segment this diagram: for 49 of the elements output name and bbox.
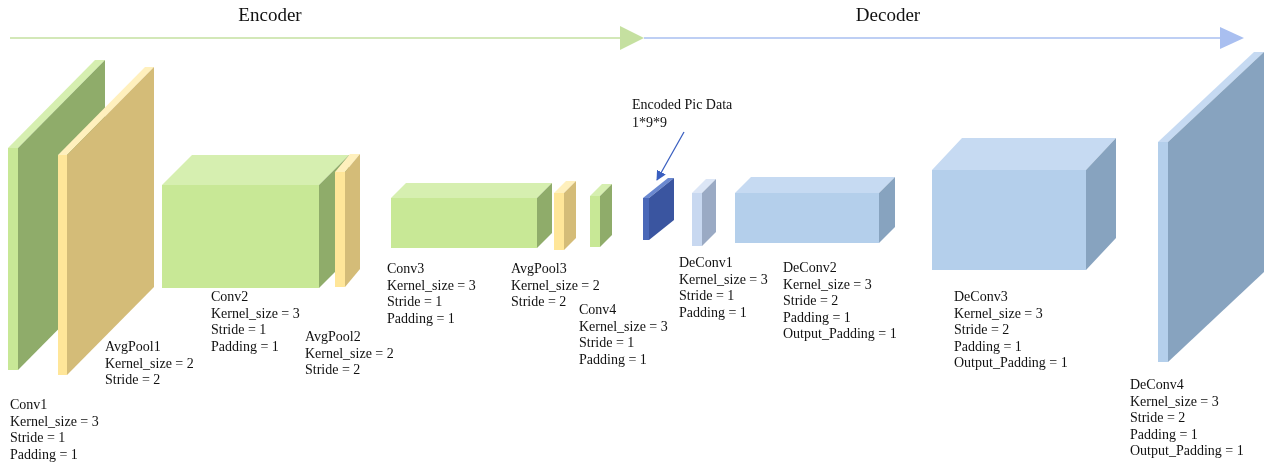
annotation-text: 1*9*9	[632, 114, 667, 132]
layer-parameter: Conv2	[211, 289, 249, 306]
layer-parameter: Stride = 2	[783, 293, 839, 310]
layer-parameter: Output_Padding = 1	[783, 326, 897, 343]
layer-parameter: Padding = 1	[211, 338, 279, 355]
annotation-text: Encoded Pic Data	[632, 96, 733, 114]
layer-parameter: Output_Padding = 1	[954, 355, 1068, 372]
layer-parameter: Stride = 2	[305, 362, 361, 379]
layer-parameter: DeConv4	[1130, 377, 1184, 394]
layer-parameter: AvgPool3	[511, 261, 567, 278]
layer-parameter: Stride = 2	[954, 322, 1010, 339]
layer-parameter: DeConv2	[783, 260, 837, 277]
layer-parameter: Stride = 2	[511, 294, 567, 311]
layer-parameter: Kernel_size = 3	[211, 305, 300, 322]
leader-arrow	[656, 131, 685, 181]
layer-parameter: Kernel_size = 2	[511, 277, 600, 294]
layer-parameter: Padding = 1	[387, 310, 455, 327]
layer-parameter: AvgPool2	[305, 329, 361, 346]
layer-parameter: DeConv3	[954, 289, 1008, 306]
layer-parameter: Stride = 1	[579, 335, 635, 352]
layer-parameter: Conv4	[579, 302, 617, 319]
layer-parameter: Kernel_size = 2	[305, 345, 394, 362]
layer-parameter: Output_Padding = 1	[1130, 443, 1244, 460]
layer-parameter: Stride = 1	[10, 430, 66, 447]
layer-parameter: AvgPool1	[105, 339, 161, 356]
layer-parameter: Padding = 1	[10, 446, 78, 463]
layer-parameter: Padding = 1	[783, 309, 851, 326]
layer-parameter: Padding = 1	[1130, 426, 1198, 443]
layer-parameter: Kernel_size = 3	[10, 413, 99, 430]
layer-parameter: Padding = 1	[579, 351, 647, 368]
layer-parameter: Kernel_size = 3	[387, 277, 476, 294]
layer-parameter: Kernel_size = 2	[105, 355, 194, 372]
section-title: Decoder	[854, 3, 922, 27]
layer-parameter: Stride = 1	[679, 288, 735, 305]
section-title: Encoder	[237, 3, 303, 27]
layer-parameter: Padding = 1	[954, 338, 1022, 355]
layer-parameter: Stride = 1	[387, 294, 443, 311]
layer-parameter: Conv3	[387, 261, 425, 278]
layer-parameter: Stride = 2	[1130, 410, 1186, 427]
layer-parameter: Kernel_size = 3	[1130, 393, 1219, 410]
layer-parameter: Kernel_size = 3	[579, 318, 668, 335]
layer-parameter: Stride = 2	[105, 372, 161, 389]
layer-parameter: Conv1	[10, 397, 48, 414]
layer-parameter: Stride = 1	[211, 322, 267, 339]
layer-parameter: Padding = 1	[679, 304, 747, 321]
layer-parameter: Kernel_size = 3	[783, 276, 872, 293]
layer-parameter: Kernel_size = 3	[954, 305, 1043, 322]
layer-parameter: DeConv1	[679, 255, 733, 272]
layer-parameter: Kernel_size = 3	[679, 271, 768, 288]
